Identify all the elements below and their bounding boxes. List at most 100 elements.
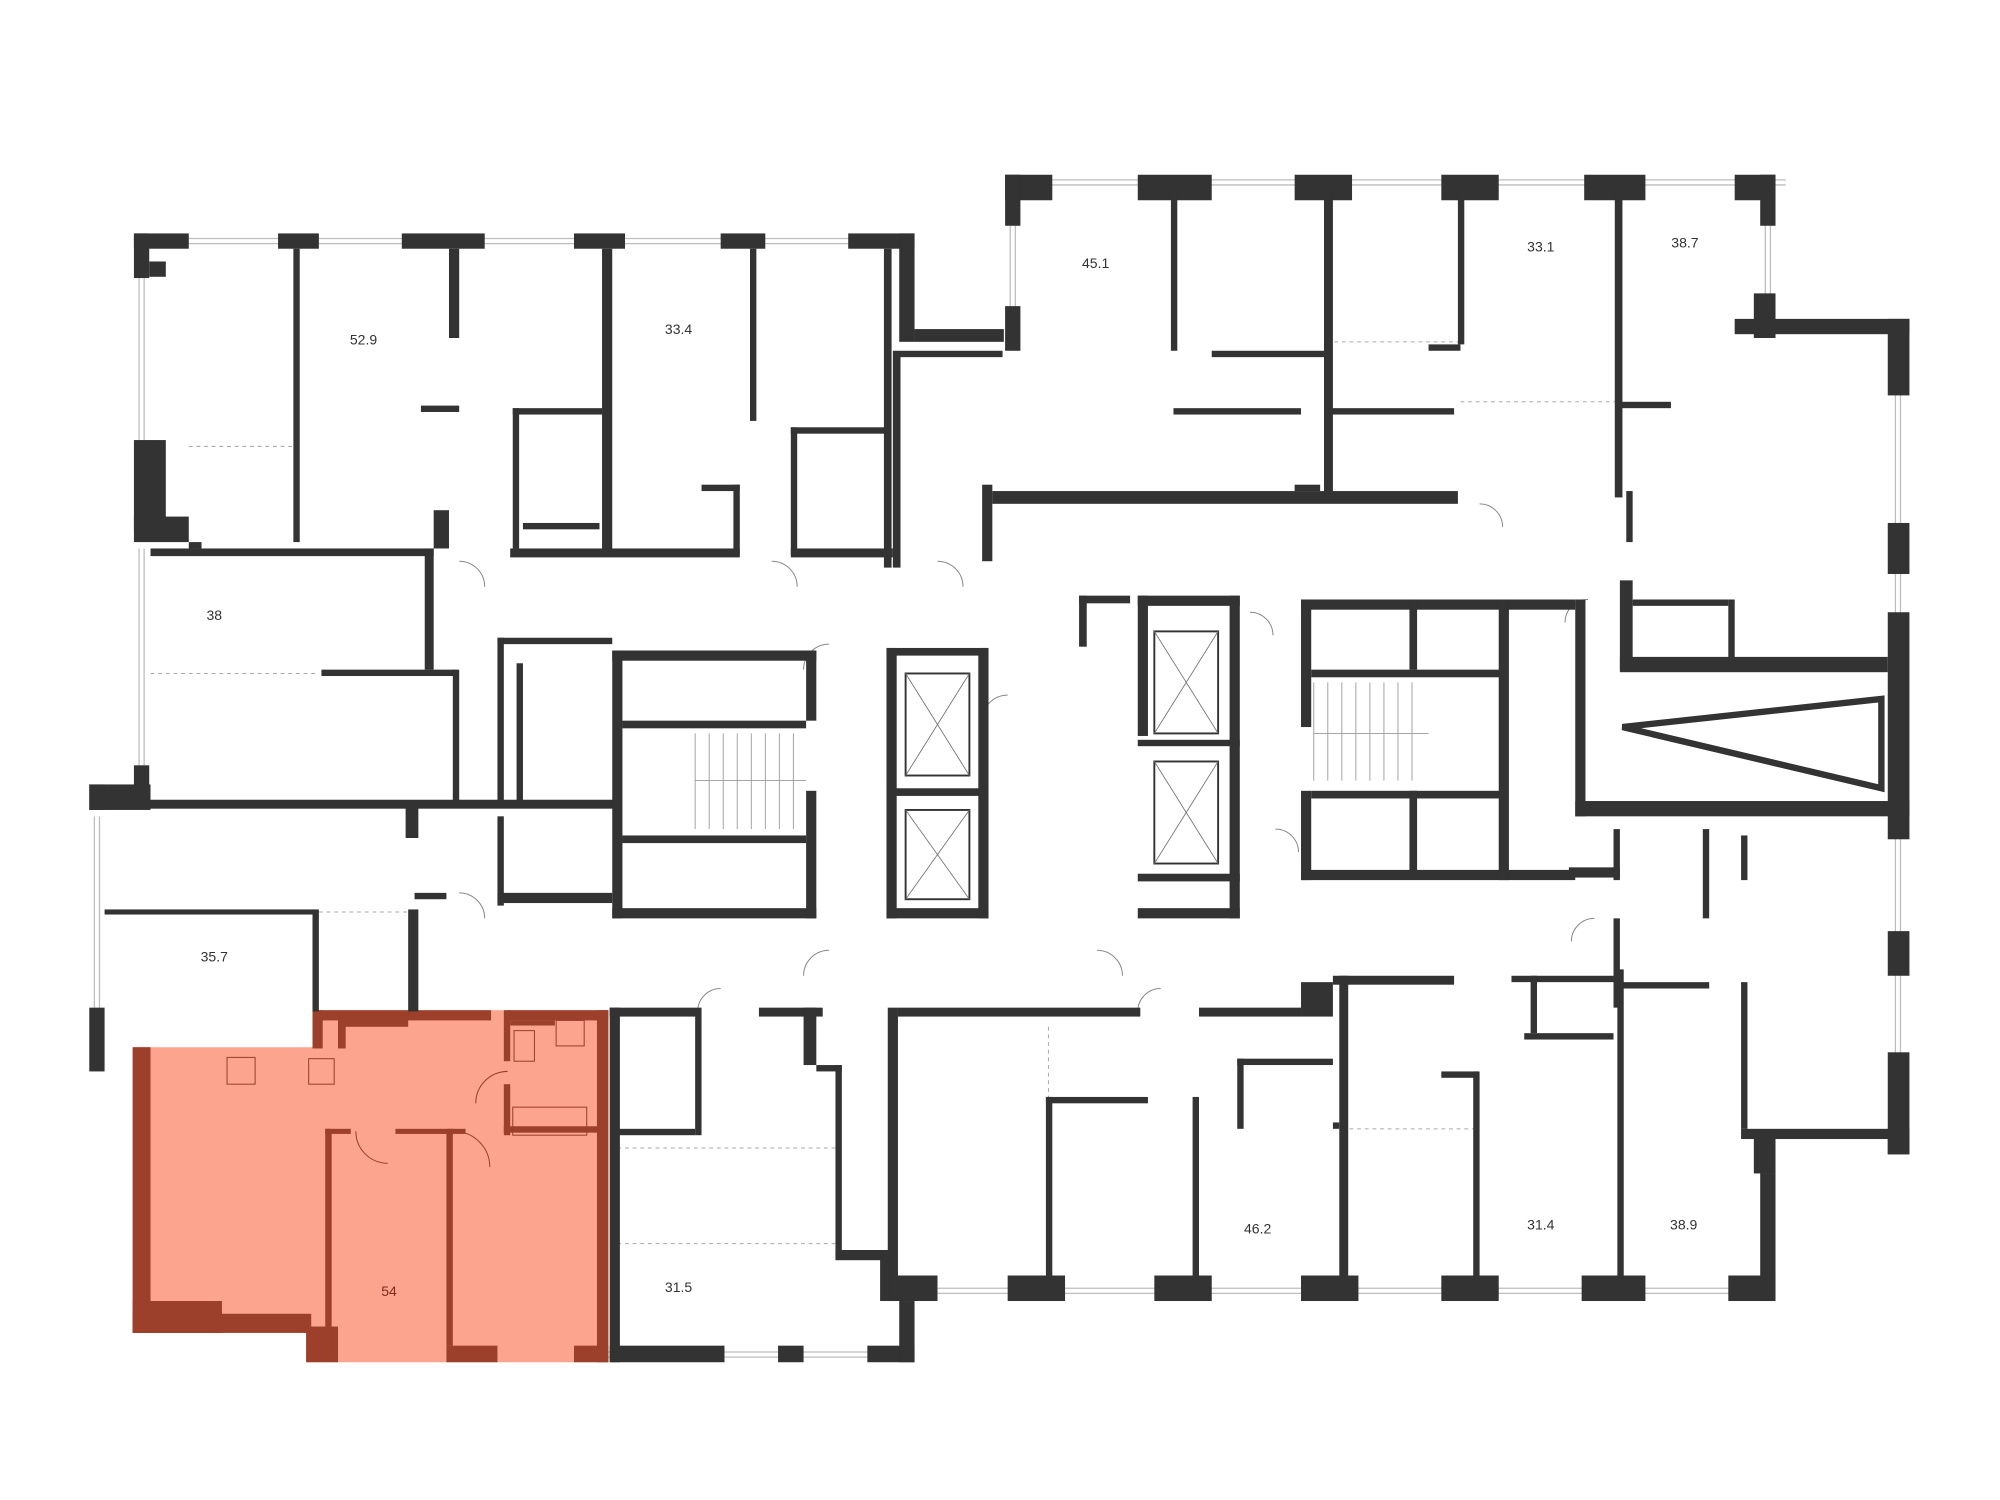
apartment-54-wall (338, 1017, 409, 1027)
wall-segment (1007, 1275, 1066, 1302)
core-wall (497, 816, 504, 906)
wall-segment (1428, 344, 1461, 351)
apartment-54-wall (325, 1128, 351, 1134)
wall-segment (150, 548, 434, 557)
wall-segment (321, 669, 456, 677)
wall-segment (758, 1007, 823, 1017)
apartment-area-label[interactable]: 38.9 (1670, 1217, 1697, 1233)
wall-segment (414, 892, 447, 900)
apartment-54-wall (338, 1017, 346, 1049)
wall-segment (522, 522, 600, 530)
wall-segment (778, 1345, 804, 1363)
wall-segment (1617, 969, 1624, 1282)
apartment-area-label[interactable]: 33.1 (1527, 238, 1554, 254)
wall-segment (803, 1007, 817, 1066)
wall-segment (880, 1250, 890, 1302)
door-swing-icon (771, 560, 798, 587)
wall-segment (149, 261, 166, 277)
wall-segment (405, 806, 419, 839)
wall-segment (1332, 975, 1455, 985)
wall-segment (573, 233, 625, 249)
core-wall (612, 650, 623, 919)
core-wall (806, 650, 817, 721)
apartment-54-wall (503, 1010, 511, 1062)
core-wall (978, 647, 989, 919)
core-wall (886, 788, 989, 796)
apartment-area-label[interactable]: 31.5 (665, 1279, 692, 1295)
wall-segment (790, 427, 887, 434)
apartment-area-label[interactable]: 33.4 (665, 321, 692, 337)
apartment-area-label-highlighted[interactable]: 54 (381, 1283, 397, 1299)
apartment-labels: 52.9 33.4 38 35.7 54 31.5 45.1 33.1 38.7… (201, 234, 1699, 1298)
wall-segment (790, 427, 798, 555)
apartment-54-wall (312, 1010, 492, 1021)
wall-segment (408, 909, 419, 1012)
wall-segment (899, 1301, 915, 1363)
wall-segment (1170, 191, 1178, 351)
elevator-cross (905, 809, 970, 900)
apartment-54-wall (395, 1128, 453, 1134)
elevator-cabin (904, 672, 971, 777)
wall-segment (1198, 1007, 1302, 1017)
ventilation-shaft (1621, 695, 1885, 793)
core-wall (1301, 599, 1312, 728)
apartment-54-wall (325, 1128, 332, 1353)
wall-segment (1339, 975, 1349, 1282)
core-wall (1409, 599, 1418, 670)
wall-segment (104, 909, 316, 915)
apartment-area-label[interactable]: 46.2 (1244, 1220, 1271, 1236)
wall-segment (982, 484, 993, 562)
wall-segment (1741, 1128, 1907, 1140)
apartment-54-wall (507, 1010, 609, 1021)
wall-segment (1619, 580, 1633, 670)
core-wall (1301, 599, 1576, 610)
apartment-area-label[interactable]: 35.7 (201, 949, 228, 965)
wall-segment (835, 1250, 887, 1261)
apartment-area-label[interactable]: 52.9 (350, 331, 377, 347)
wall-segment (1613, 829, 1620, 881)
wall-segment (892, 350, 901, 568)
wall-segment (609, 1007, 702, 1017)
wall-segment (512, 408, 603, 415)
apartment-area-label[interactable]: 31.4 (1527, 1217, 1554, 1233)
core-wall (1079, 595, 1087, 647)
apartment-area-label[interactable]: 38 (206, 607, 222, 623)
wall-segment (695, 1014, 702, 1136)
wall-segment (1728, 599, 1735, 664)
core-wall (1137, 595, 1148, 736)
wall-segment (900, 350, 1003, 358)
door-swing-icon (1096, 949, 1123, 976)
apartment-area-label[interactable]: 38.7 (1671, 234, 1698, 250)
core-wall (497, 637, 613, 645)
wall-segment (89, 784, 105, 810)
door-swing-icon (1275, 828, 1299, 853)
apartment-54-wall (312, 1010, 323, 1049)
walls (89, 174, 1910, 1363)
door-swing-icon (459, 892, 486, 919)
door-swing-icon (1249, 611, 1274, 636)
wall-segment (1332, 1122, 1340, 1129)
highlighted-apartment-54[interactable] (132, 1010, 609, 1363)
wall-segment (1613, 918, 1620, 1008)
core-wall (1311, 669, 1503, 678)
wall-segment (1524, 1033, 1614, 1040)
apartment-area-label[interactable]: 45.1 (1082, 255, 1109, 271)
wall-segment (848, 233, 915, 249)
wall-segment (1760, 174, 1776, 226)
door-swing-icon (937, 560, 964, 587)
door-swing-icon (1137, 988, 1161, 1012)
wall-segment (278, 233, 319, 249)
apartment-54-area (132, 1010, 609, 1363)
wall-segment (887, 1007, 898, 1302)
core-wall (1301, 869, 1576, 881)
core-wall (1301, 790, 1312, 881)
wall-segment (1237, 1058, 1244, 1129)
core-wall (1137, 873, 1240, 882)
wall-segment (1741, 835, 1748, 881)
wall-segment (914, 329, 1004, 342)
door-swing-icon (1570, 917, 1595, 942)
wall-segment (1887, 522, 1910, 574)
wall-segment (104, 799, 615, 809)
wall-segment (1154, 1275, 1212, 1302)
wall-segment (1294, 174, 1353, 201)
